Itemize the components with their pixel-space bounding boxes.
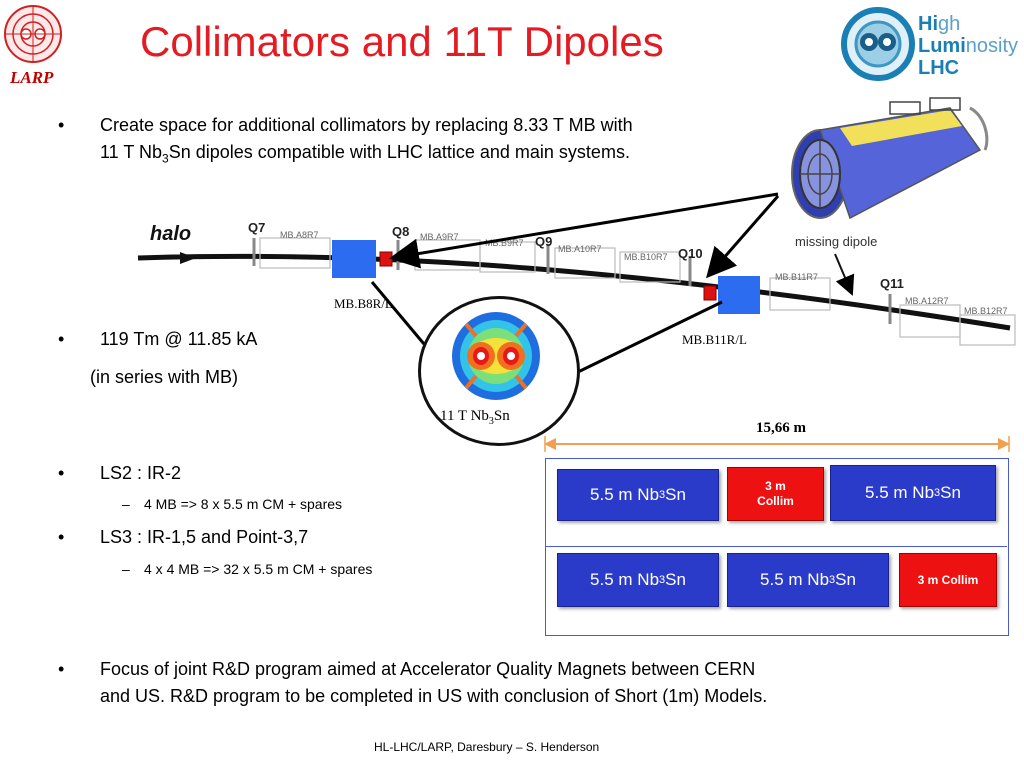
bullet-2-line-2: (in series with MB) — [90, 367, 239, 387]
bullet-1-line-2: 11 T Nb3Sn dipoles compatible with LHC l… — [100, 142, 630, 166]
cross-section-label: 11 T Nb3Sn — [440, 408, 510, 427]
mb-b11r7-label: MB.B11R7 — [775, 272, 818, 282]
bullet-dot: • — [58, 115, 65, 135]
q7-label: Q7 — [248, 220, 265, 235]
hl-logo-word-high: High — [918, 13, 961, 35]
slide-title: Collimators and 11T Dipoles — [140, 18, 664, 65]
q10-label: Q10 — [678, 246, 703, 261]
dipole-b11r — [718, 276, 760, 314]
magnet-b10r7 — [619, 251, 681, 283]
mb-b9r7-label: MB.B9R7 — [485, 238, 524, 248]
bullet-dot: • — [58, 659, 65, 679]
bullet-1-line-1: Create space for additional collimators … — [100, 115, 633, 135]
bullet-2: • 119 Tm @ 11.85 kA — [58, 326, 258, 353]
bullet-1: • Create space for additional collimator… — [58, 112, 633, 173]
bullet-5: • Focus of joint R&D program aimed at Ac… — [58, 656, 768, 710]
bullet-3: • LS2 : IR-2 — [58, 460, 182, 487]
dash-glyph: – — [122, 496, 130, 512]
halo-label: halo — [150, 223, 191, 245]
bullet-dot: • — [58, 329, 65, 349]
beam-arrow-icon — [180, 252, 196, 264]
larp-logo-icon — [4, 5, 62, 63]
hl-lhc-ring-icon — [841, 7, 915, 81]
larp-logo — [2, 2, 64, 66]
magnet-a10r7 — [554, 247, 616, 279]
mb-b12r7-label: MB.B12R7 — [964, 306, 1008, 316]
footer: HL-LHC/LARP, Daresbury – S. Henderson — [374, 740, 600, 754]
missing-dipole-label: missing dipole — [795, 234, 877, 249]
bullet-4: • LS3 : IR-1,5 and Point-3,7 — [58, 524, 309, 551]
mb-a10r7-label: MB.A10R7 — [558, 244, 602, 254]
bullet-3-text: LS2 : IR-2 — [100, 463, 182, 483]
bullet-3-sub: – 4 MB => 8 x 5.5 m CM + spares — [122, 494, 343, 514]
mb-b10r7-label: MB.B10R7 — [624, 252, 668, 262]
hl-logo-word-lhc: LHC — [918, 57, 960, 79]
bullet-dot: • — [58, 463, 65, 483]
bullet-2-line-1: 119 Tm @ 11.85 kA — [100, 329, 258, 349]
hl-logo-word-luminosity: Luminosity — [918, 35, 1019, 57]
lattice-diagram: halo Q7 Q8 Q9 Q10 Q11 MB.A8R7 MB.A9R7 MB… — [137, 220, 1016, 346]
q8-label: Q8 — [392, 224, 409, 239]
collim-box-long: 3 m Collim — [899, 553, 997, 607]
mb-a9r7-label: MB.A9R7 — [420, 232, 459, 242]
bullet-4-text: LS3 : IR-1,5 and Point-3,7 — [100, 527, 309, 547]
larp-label: LARP — [10, 68, 54, 87]
bullet-dot: • — [58, 527, 65, 547]
bullet-3-sub-text: 4 MB => 8 x 5.5 m CM + spares — [144, 496, 343, 512]
magnet-b12r7 — [959, 314, 1016, 346]
magnet-b11r7 — [769, 277, 831, 311]
mb-a8r7-label: MB.A8R7 — [280, 230, 319, 240]
q11-label: Q11 — [880, 276, 904, 291]
dash-glyph: – — [122, 561, 130, 577]
layout-divider — [545, 546, 1007, 547]
bullet-4-sub: – 4 x 4 MB => 32 x 5.5 m CM + spares — [122, 559, 373, 579]
magnet-b9r7 — [479, 241, 536, 273]
hl-lhc-logo: High Luminosity LHC — [838, 6, 1020, 82]
mb-b8r-label: MB.B8R/L — [334, 296, 393, 311]
length-label: 15,66 m — [756, 420, 806, 436]
bullet-5-line-1: Focus of joint R&D program aimed at Acce… — [100, 659, 756, 679]
mb-a12r7-label: MB.A12R7 — [905, 296, 949, 306]
mb-b11r-label: MB.B11R/L — [682, 332, 747, 347]
field-map-icon — [452, 312, 540, 400]
layout-frame — [545, 458, 1009, 636]
bullet-4-sub-text: 4 x 4 MB => 32 x 5.5 m CM + spares — [144, 561, 373, 577]
bullet-5-line-2: and US. R&D program to be completed in U… — [100, 686, 768, 706]
magnet-a8r7 — [259, 237, 331, 269]
dipole-b8r — [332, 240, 376, 278]
q9-label: Q9 — [535, 234, 552, 249]
length-dimension-arrow — [544, 436, 1010, 452]
cryostat-image — [791, 97, 989, 220]
collimator-b11r — [703, 285, 717, 301]
beam-line — [137, 253, 1011, 331]
